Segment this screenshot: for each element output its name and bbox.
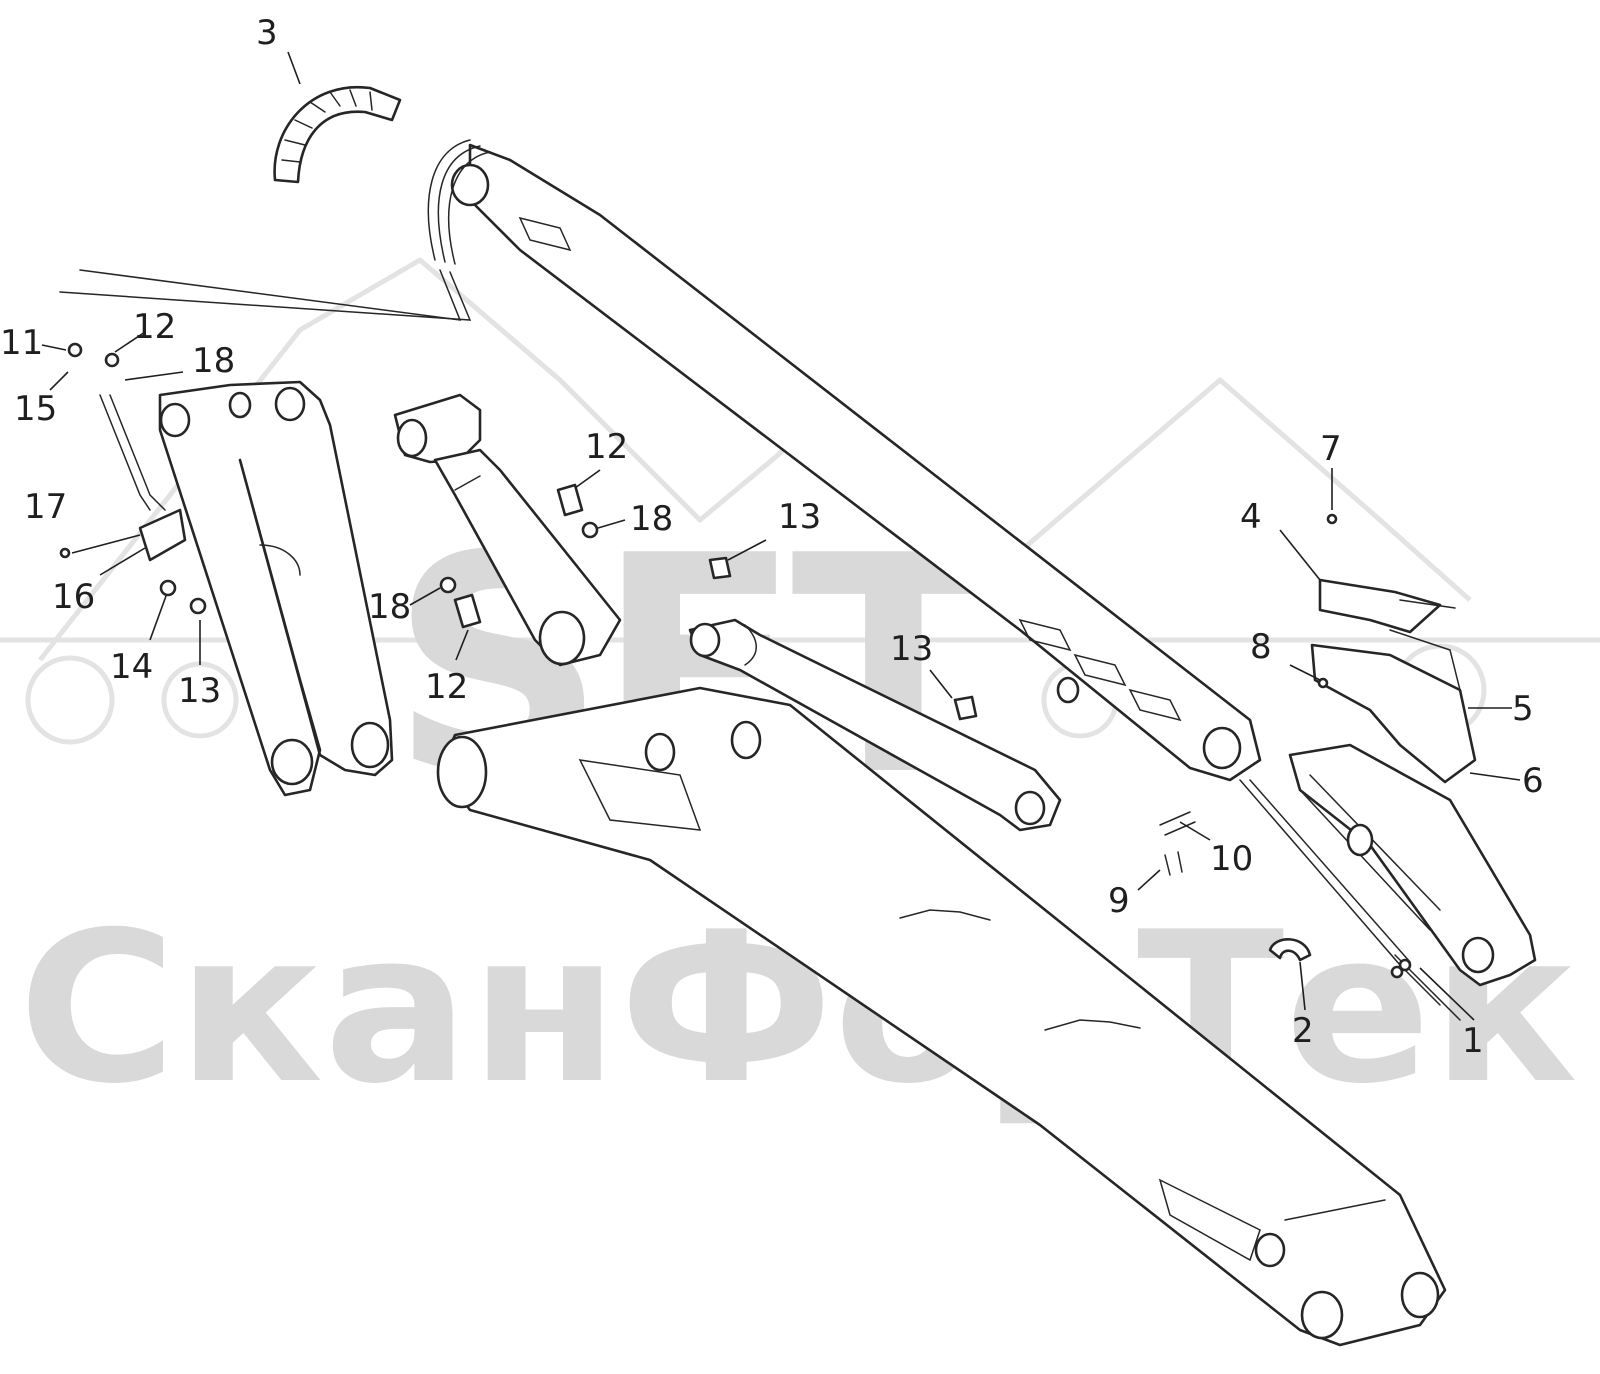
callout-16: 16 — [52, 577, 95, 617]
callout-15: 15 — [14, 389, 57, 429]
dipper-arm — [450, 143, 1262, 782]
callout-12-b: 12 — [585, 427, 628, 467]
callout-14: 14 — [110, 647, 153, 687]
callout-18-a: 18 — [192, 341, 235, 381]
callout-leaders — [41, 51, 1521, 1021]
callout-3: 3 — [256, 13, 278, 53]
main-boom — [436, 686, 1447, 1347]
callout-7: 7 — [1320, 429, 1342, 469]
callout-10: 10 — [1210, 839, 1253, 879]
callout-11: 11 — [0, 323, 43, 363]
callout-12-a: 12 — [133, 307, 176, 347]
callout-13-b: 13 — [890, 629, 933, 669]
fasteners — [59, 342, 1412, 979]
callout-6: 6 — [1522, 761, 1544, 801]
guard-plates — [1310, 578, 1477, 784]
callout-4: 4 — [1240, 497, 1262, 537]
callout-18-b: 18 — [630, 499, 673, 539]
callout-2: 2 — [1292, 1011, 1314, 1051]
boom-cylinder — [393, 393, 622, 667]
callout-5: 5 — [1512, 689, 1534, 729]
spiral-sleeve — [273, 85, 402, 184]
hydraulic-hoses — [59, 139, 1461, 1021]
callout-13-c: 13 — [178, 671, 221, 711]
callout-1: 1 — [1462, 1021, 1484, 1061]
link-bracket — [158, 380, 394, 797]
callout-18-c: 18 — [368, 587, 411, 627]
dipper-cylinder — [688, 618, 1062, 832]
callout-9: 9 — [1108, 881, 1130, 921]
callout-8: 8 — [1250, 627, 1272, 667]
bucket-linkage — [1288, 743, 1537, 987]
callout-12-c: 12 — [425, 667, 468, 707]
callout-13-a: 13 — [778, 497, 821, 537]
callout-labels: 1 2 3 4 5 6 7 8 9 10 11 12 12 12 13 13 1… — [0, 13, 1544, 1061]
callout-17: 17 — [24, 487, 67, 527]
